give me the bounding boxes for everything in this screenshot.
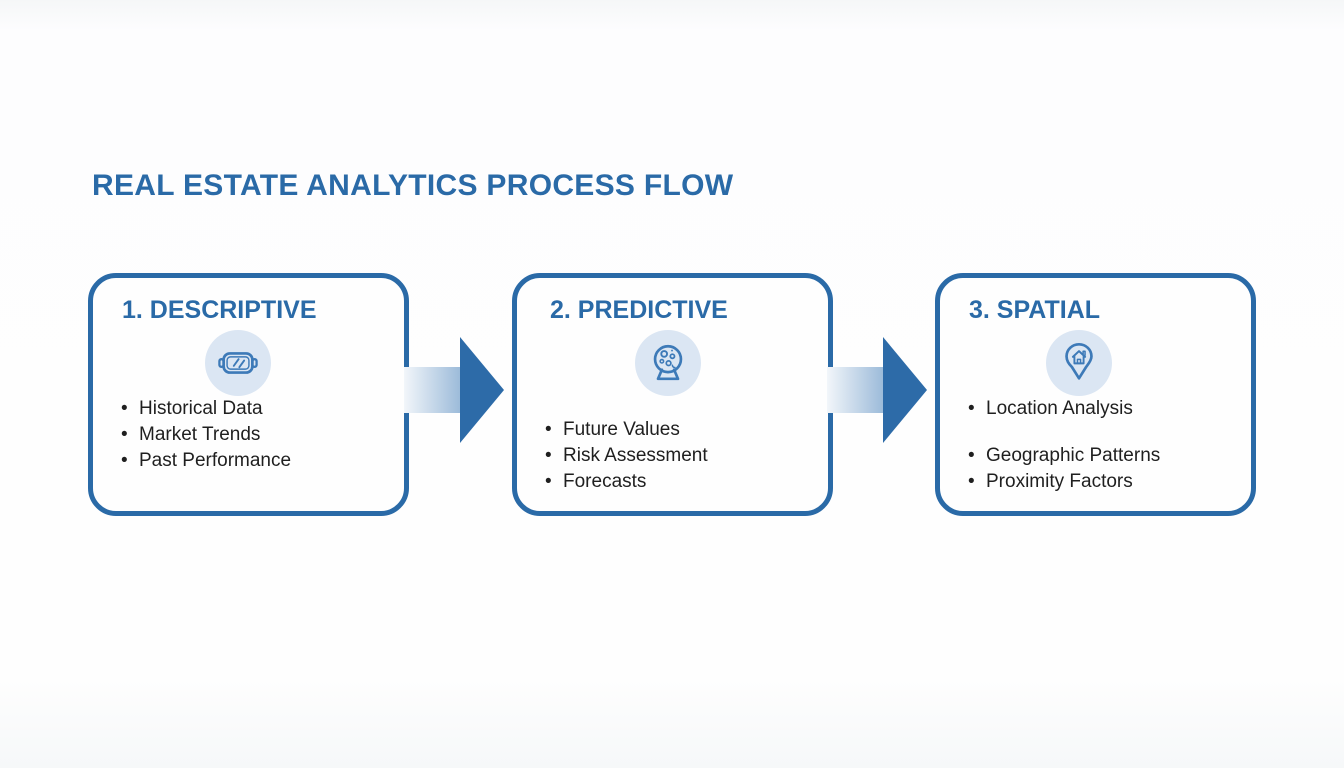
flow-arrow	[827, 334, 927, 446]
bullet-item: • Past Performance	[121, 448, 291, 474]
icon-circle	[635, 330, 701, 396]
arrow-right-icon	[827, 337, 927, 443]
stage-box-spatial: 3. SPATIAL • Location Analysis • Geographi…	[935, 273, 1256, 516]
bullet-item: • Future Values	[545, 417, 708, 443]
bullet-text: Future Values	[563, 419, 680, 440]
bullet-dot: •	[545, 471, 552, 492]
flow-arrow	[404, 334, 504, 446]
bullet-item: • Geographic Patterns	[968, 443, 1160, 469]
bullet-dot: •	[545, 445, 552, 466]
bullet-dot: •	[121, 424, 128, 445]
rearview-mirror-icon	[218, 352, 258, 374]
location-pin-house-icon	[1065, 342, 1093, 380]
bullet-item: • Location Analysis	[968, 396, 1160, 422]
arrow-right-icon	[404, 337, 504, 443]
bullet-item: • Risk Assessment	[545, 443, 708, 469]
stage-box-descriptive: 1. DESCRIPTIVE • Historical Data • Market …	[88, 273, 409, 516]
bullet-item: • Forecasts	[545, 469, 708, 495]
stage-heading: 2. PREDICTIVE	[550, 296, 728, 324]
stage-heading: 3. SPATIAL	[969, 296, 1101, 324]
bullet-dot: •	[545, 419, 552, 440]
icon-circle	[1046, 330, 1112, 396]
stage-heading: 1. DESCRIPTIVE	[122, 296, 317, 324]
bullet-list: • Historical Data • Market Trends • Past Pe…	[121, 396, 291, 474]
bullet-dot: •	[968, 471, 975, 492]
bullet-dot: •	[968, 398, 975, 419]
bullet-item: • Proximity Factors	[968, 469, 1160, 495]
bullet-dot: •	[121, 398, 128, 419]
bullet-item: • Market Trends	[121, 422, 291, 448]
bullet-dot: •	[968, 445, 975, 466]
bullet-text: Market Trends	[139, 424, 261, 445]
bullet-text: Geographic Patterns	[986, 445, 1161, 466]
bullet-item: • Historical Data	[121, 396, 291, 422]
bullet-text: Proximity Factors	[986, 471, 1133, 492]
bullet-text: Past Performance	[139, 450, 292, 471]
bullet-list: •Location Analysis •Geographic Patterns …	[968, 396, 1160, 495]
icon-circle	[205, 330, 271, 396]
stage-box-predictive: 2. PREDICTIVE • Future Values • Risk Asses…	[512, 273, 833, 516]
page-title: REAL ESTATE ANALYTICS PROCESS FLOW	[92, 169, 734, 202]
crystal-ball-icon	[653, 344, 683, 381]
bullet-text: Location Analysis	[986, 398, 1133, 419]
bullet-text: Forecasts	[563, 471, 647, 492]
bullet-text: Risk Assessment	[563, 445, 708, 466]
bullet-text: Historical Data	[139, 398, 263, 419]
bullet-dot: •	[121, 450, 128, 471]
bullet-list: • Future Values • Risk Assessment • Forecas…	[545, 417, 708, 495]
